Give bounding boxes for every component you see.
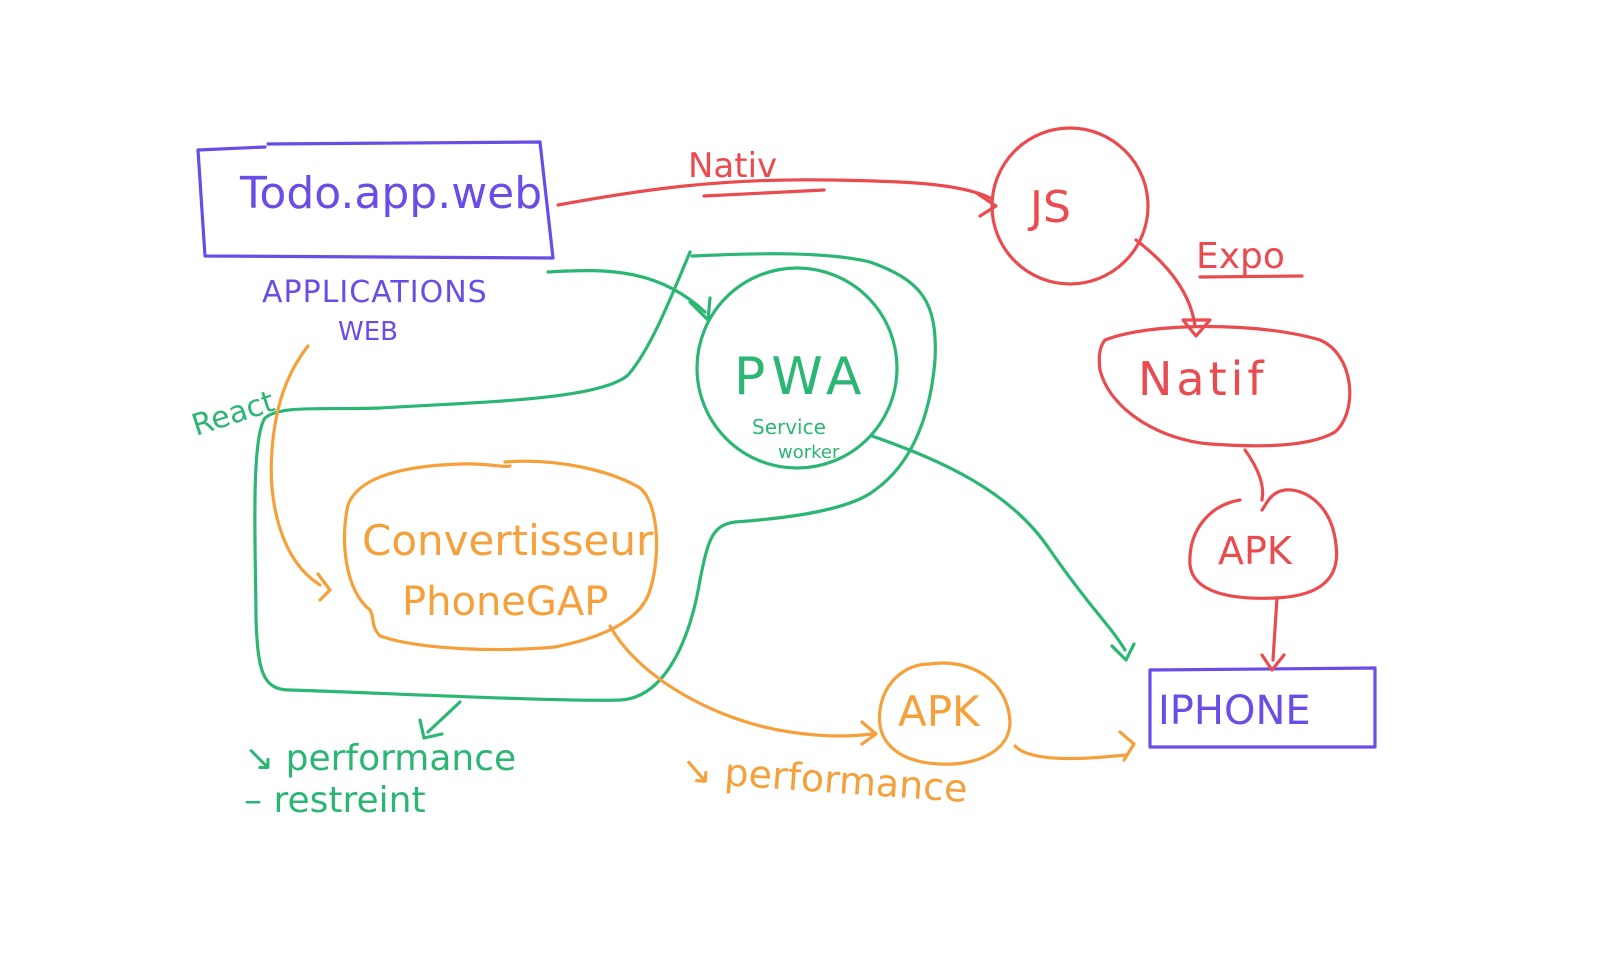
natif-label: Natif	[1138, 352, 1268, 406]
expo-edge-label: Expo	[1196, 236, 1285, 277]
service-worker-label-1: Service	[752, 415, 826, 439]
react-edge-label: React	[188, 384, 279, 444]
phonegap-label: PhoneGAP	[402, 579, 608, 625]
convertisseur-label: Convertisseur	[362, 516, 654, 565]
orange-performance-note: ↘ performance	[679, 747, 969, 811]
iphone-label: IPHONE	[1158, 688, 1311, 734]
applications-web-label: APPLICATIONS WEB	[262, 275, 488, 347]
apk-red-node: APK	[1188, 488, 1339, 600]
js-label: JS	[1027, 182, 1071, 233]
apk-red-label: APK	[1218, 529, 1293, 573]
js-node: JS	[990, 126, 1150, 286]
green-restreint-note: – restreint	[244, 780, 426, 821]
iphone-node: IPHONE	[1148, 666, 1377, 749]
apk-orange-node: APK	[877, 661, 1012, 766]
native-path: Nativ JS Expo Natif APK	[556, 126, 1352, 672]
applications-text: APPLICATIONS	[262, 275, 488, 310]
nativ-edge-label: Nativ	[688, 146, 777, 186]
natif-node: Natif	[1097, 324, 1352, 448]
pwa-label: PWA	[734, 347, 868, 407]
green-performance-note: ↘ performance	[244, 738, 516, 779]
apk-orange-label: APK	[898, 687, 981, 736]
service-worker-label-2: worker	[778, 442, 840, 463]
pwa-path: PWA Service worker React ↘ performance –…	[188, 250, 1136, 821]
todo-app-web-label: Todo.app.web	[239, 168, 542, 219]
pwa-node: PWA Service worker	[695, 266, 899, 470]
web-text: WEB	[338, 317, 398, 347]
todo-app-web-node: Todo.app.web	[196, 140, 555, 260]
convertisseur-node: Convertisseur PhoneGAP	[342, 459, 659, 652]
